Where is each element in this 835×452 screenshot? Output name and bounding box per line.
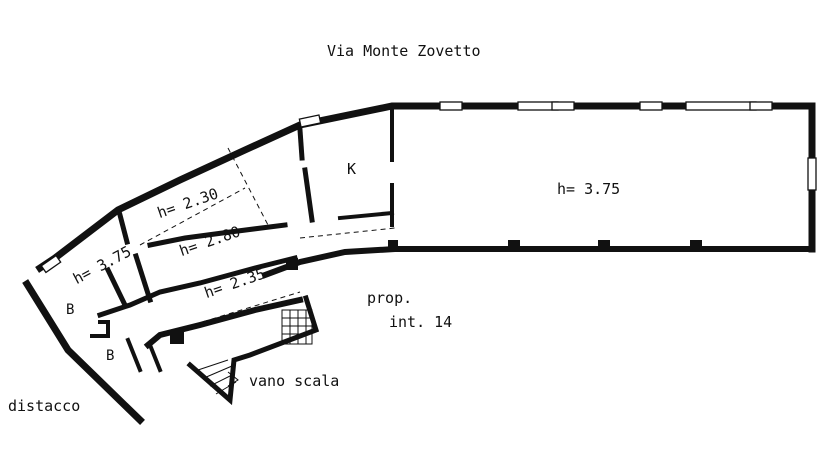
window-icon (439, 101, 463, 111)
neighbor-label-line2: int. 14 (389, 313, 453, 331)
street-label: Via Monte Zovetto (327, 42, 481, 60)
bath-label: B (66, 302, 75, 318)
bath-label: B (106, 348, 115, 364)
neighbor-label-line1: prop. (367, 289, 413, 307)
kitchen-label: K (347, 160, 357, 178)
top-outer-wall (35, 102, 816, 273)
kitchen-bottom-wall (337, 210, 395, 221)
room-partition (147, 222, 288, 248)
corridor-bottom-wall (143, 296, 304, 350)
stair-icon (281, 309, 313, 345)
gap-label: distacco (8, 397, 81, 415)
stair-label: vano scala (249, 372, 340, 390)
stair-wall (186, 294, 320, 406)
main-room-height: h= 3.75 (557, 180, 621, 198)
bottom-wall (261, 246, 815, 279)
left-outer-wall (22, 279, 145, 425)
